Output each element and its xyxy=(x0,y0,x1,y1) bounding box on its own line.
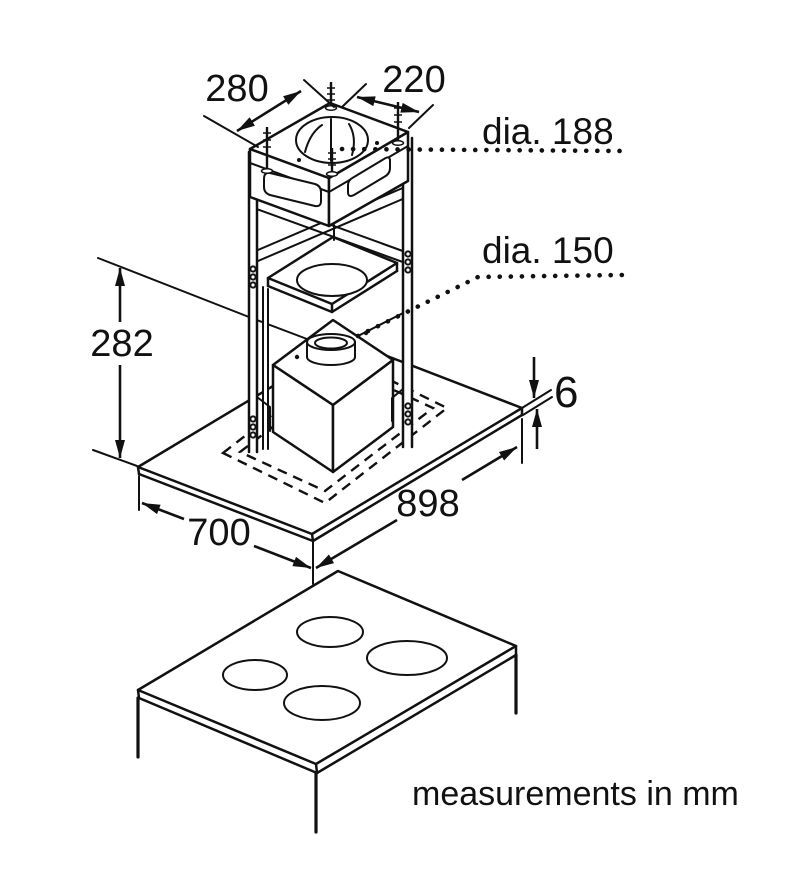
dia-150-label: dia. 150 xyxy=(482,230,614,271)
duct-opening-150 xyxy=(296,263,368,297)
frame-inner-posts xyxy=(262,286,269,450)
dim-282: 282 xyxy=(90,268,154,458)
dim-6: 6 xyxy=(521,357,578,449)
dim-220-label: 220 xyxy=(382,59,445,101)
dia-188-label: dia. 188 xyxy=(482,111,614,152)
dim-280-label: 280 xyxy=(205,68,268,110)
cooktop-legs xyxy=(136,653,518,834)
top-section xyxy=(248,82,410,241)
dim-700: 700 xyxy=(138,475,312,570)
burner-rings xyxy=(222,616,448,721)
duct-collar xyxy=(306,333,356,366)
units-caption: measurements in mm xyxy=(412,775,739,813)
leader-dia-188: dia. 188 xyxy=(339,111,625,154)
leader-dia-150: dia. 150 xyxy=(355,230,625,339)
motor-box xyxy=(271,318,395,474)
side-cutout-right xyxy=(347,156,391,197)
side-cutout-left xyxy=(263,171,322,208)
mid-platform xyxy=(266,235,399,314)
frame-outer-posts xyxy=(247,132,414,454)
cooktop xyxy=(136,569,518,834)
dim-700-label: 700 xyxy=(187,512,250,554)
dim-220: 220 xyxy=(341,59,446,129)
dim-898-label: 898 xyxy=(396,483,459,525)
height-extension-lines xyxy=(92,257,250,467)
post-holes xyxy=(249,250,412,439)
dim-282-label: 282 xyxy=(90,323,153,365)
dim-6-label: 6 xyxy=(554,368,578,417)
post-base-brackets xyxy=(256,388,404,432)
dim-898: 898 xyxy=(312,418,523,585)
dim-280: 280 xyxy=(203,68,335,148)
